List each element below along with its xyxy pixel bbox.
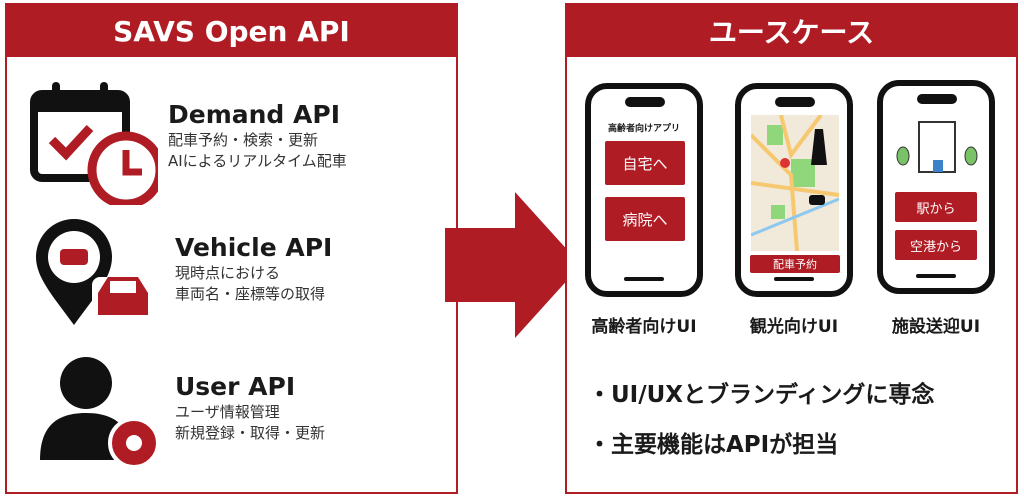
- item-line: AIによるリアルタイム配車: [168, 152, 347, 170]
- item-line: 現時点における: [175, 264, 281, 282]
- book-ride-button[interactable]: 配車予約: [750, 255, 840, 273]
- hospital-button[interactable]: 病院へ: [605, 197, 685, 241]
- from-station-button[interactable]: 駅から: [895, 192, 977, 222]
- phone-elderly: 高齢者向けアプリ 自宅へ 病院へ: [585, 83, 703, 297]
- demand-api-item: Demand API 配車予約・検索・更新 AIによるリアルタイム配車: [168, 100, 347, 172]
- item-line: 車両名・座標等の取得: [175, 285, 326, 303]
- location-car-icon: [36, 219, 152, 325]
- building-icon: [896, 121, 978, 173]
- item-title: User API: [175, 372, 296, 401]
- item-line: ユーザ情報管理: [175, 403, 280, 421]
- vehicle-api-item: Vehicle API 現時点における 車両名・座標等の取得: [175, 233, 332, 305]
- user-api-item: User API ユーザ情報管理 新規登録・取得・更新: [175, 372, 325, 444]
- user-gear-icon: [40, 357, 160, 469]
- from-airport-button[interactable]: 空港から: [895, 230, 977, 260]
- phone-label: 高齢者向けUI: [591, 317, 697, 337]
- phone-label: 施設送迎UI: [891, 317, 981, 337]
- map-icon: [751, 115, 839, 251]
- item-line: 配車予約・検索・更新: [168, 131, 319, 149]
- panel-header: ユースケース: [567, 5, 1016, 57]
- panel-header: SAVS Open API: [7, 5, 456, 57]
- bullet-point: ・UI/UXとブランディングに専念: [588, 382, 935, 408]
- app-title: 高齢者向けアプリ: [607, 124, 680, 134]
- calendar-clock-icon: [30, 82, 158, 205]
- item-line: 新規登録・取得・更新: [175, 424, 326, 442]
- phone-label: 観光向けUI: [749, 317, 839, 337]
- item-title: Vehicle API: [175, 233, 333, 262]
- home-button[interactable]: 自宅へ: [605, 141, 685, 185]
- phone-tourism: 配車予約: [735, 83, 853, 297]
- bullet-point: ・主要機能はAPIが担当: [588, 432, 839, 458]
- item-title: Demand API: [168, 100, 340, 129]
- phone-facility: 駅から 空港から: [877, 80, 995, 294]
- right-arrow-icon: [445, 192, 581, 338]
